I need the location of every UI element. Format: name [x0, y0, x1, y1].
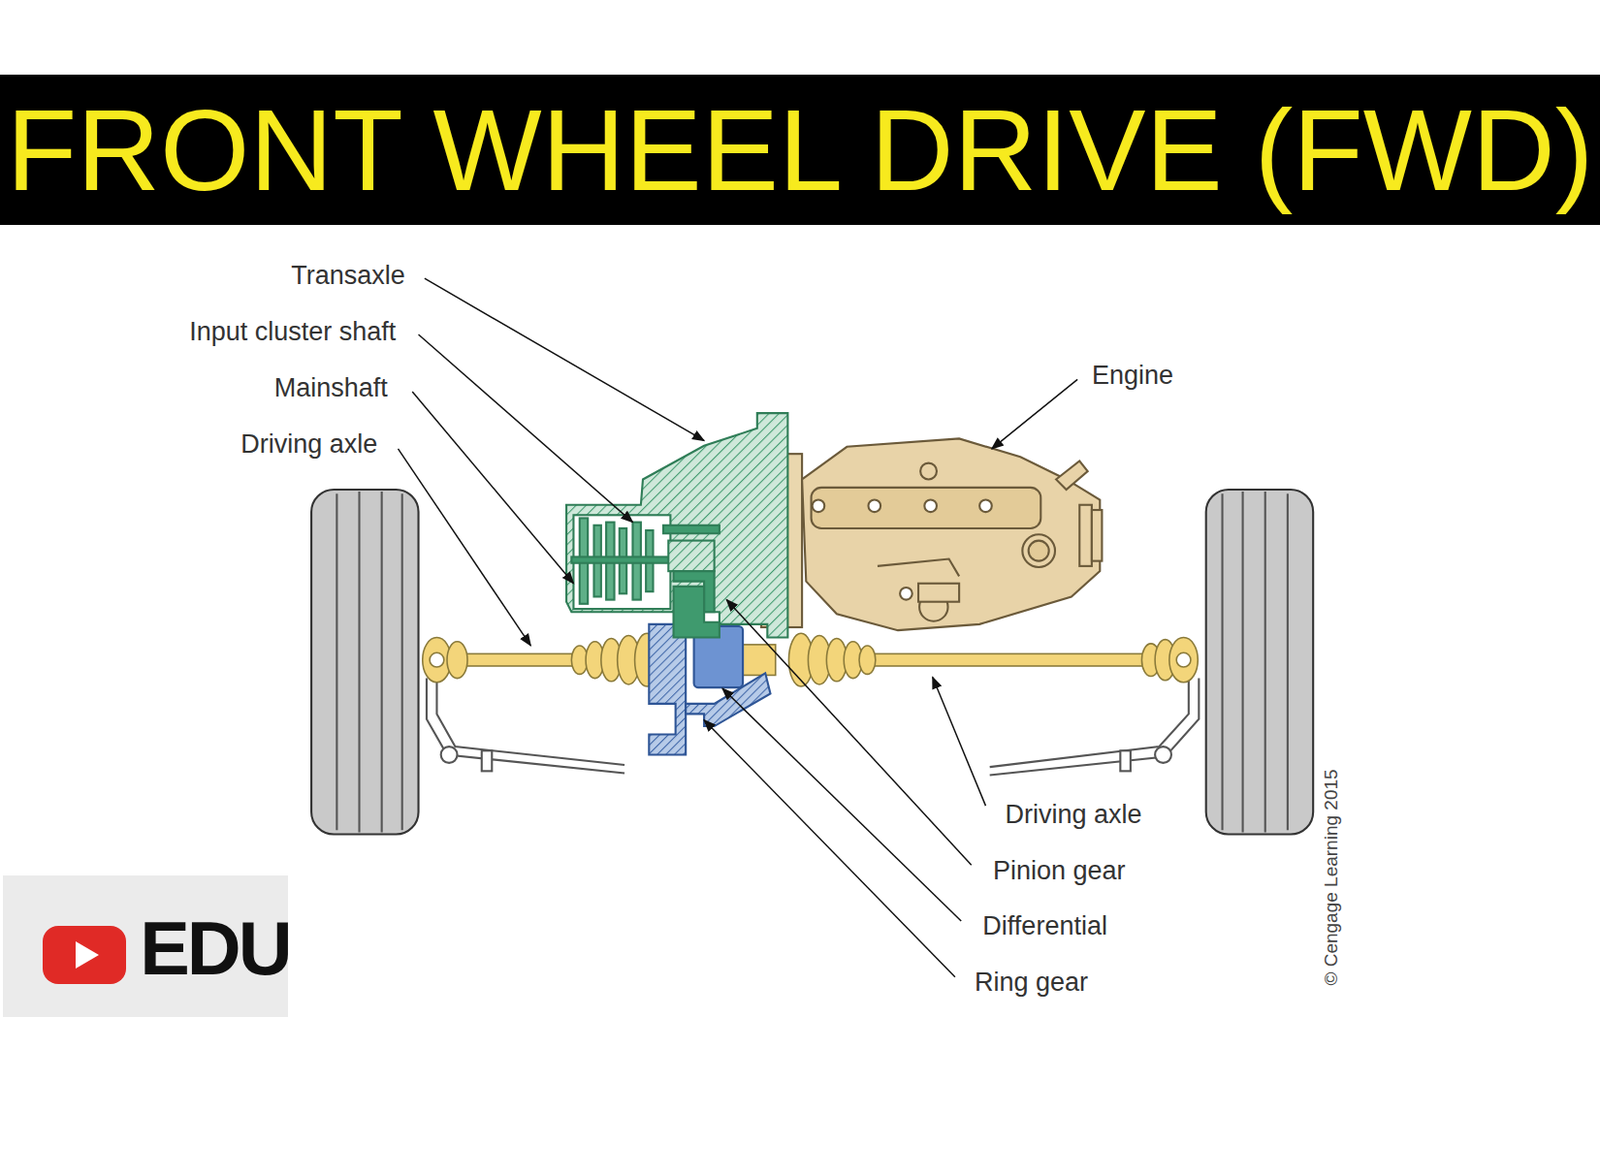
differential: [648, 624, 686, 756]
part-label: Ring gear: [974, 967, 1088, 997]
title-holder: FRONT WHEEL DRIVE (FWD): [0, 74, 1600, 225]
engine: [1091, 510, 1103, 562]
part-label: Driving axle: [240, 429, 378, 459]
right-tyre: [1206, 489, 1313, 835]
logo-text: EDU: [139, 904, 289, 992]
part-label-holder: Mainshaft: [274, 372, 388, 404]
part-label: Transaxle: [290, 260, 406, 290]
play-logo: [42, 922, 127, 989]
suspension-arm: [990, 678, 1189, 768]
left-tyre: [401, 493, 404, 831]
engine: [1022, 534, 1056, 568]
part-label: Driving axle: [1005, 800, 1143, 830]
driving-axle: [742, 644, 776, 676]
engine: [1079, 505, 1092, 567]
part-label-holder: © Cengage Learning 2015: [1320, 768, 1343, 986]
play-logo: [75, 941, 99, 969]
engine: [924, 499, 937, 512]
leader-line: [992, 379, 1078, 449]
engine: [920, 463, 937, 480]
part-label-holder: Pinion gear: [992, 855, 1126, 887]
left-tyre: [311, 489, 418, 835]
engine: [979, 499, 992, 512]
right-tyre: [1206, 489, 1313, 835]
part-label-holder: Ring gear: [974, 966, 1088, 998]
driving-axle: [429, 652, 445, 668]
engine: [899, 587, 913, 601]
suspension-arm: [436, 678, 625, 766]
transaxle: [566, 413, 788, 638]
right-tyre: [1286, 493, 1289, 831]
part-label: Pinion gear: [992, 856, 1126, 886]
part-label: Mainshaft: [274, 373, 388, 403]
left-tyre: [357, 491, 360, 832]
left-tyre: [381, 491, 384, 832]
part-label-holder: Engine: [1091, 359, 1174, 391]
leader-line: [397, 448, 531, 646]
driving-axle: [1176, 652, 1191, 668]
suspension-arm: [441, 746, 458, 764]
part-label-holder: Input cluster shaft: [189, 316, 396, 348]
transaxle: [571, 556, 673, 563]
part-label-holder: Differential: [982, 910, 1108, 942]
part-label: Engine: [1091, 360, 1174, 390]
right-tyre: [1264, 491, 1267, 832]
leader-line: [412, 391, 574, 584]
leader-line: [704, 720, 956, 978]
leader-line: [397, 278, 1078, 978]
engine: [801, 438, 1100, 631]
title-text: FRONT WHEEL DRIVE (FWD): [6, 74, 1595, 225]
engine: [918, 583, 960, 603]
suspension-arm: [1154, 746, 1172, 764]
suspension-arm: [1120, 750, 1131, 771]
part-label-holder: Driving axle: [240, 428, 378, 460]
driving-axle: [447, 641, 468, 679]
engine: [877, 559, 960, 577]
leader-line: [726, 600, 971, 866]
play-logo: [42, 926, 127, 985]
suspension-arm: [481, 750, 493, 771]
driving-axle: [859, 645, 876, 674]
part-label: Differential: [982, 911, 1108, 941]
transaxle: [663, 525, 720, 534]
suspension-arm: [426, 678, 625, 774]
part-label: Input cluster shaft: [189, 317, 396, 347]
driving-axle: [422, 633, 1199, 687]
transaxle: [668, 541, 714, 573]
engine: [867, 499, 881, 512]
differential: [648, 586, 770, 756]
differential: [673, 586, 720, 639]
logo-badge: EDU: [2, 875, 288, 1018]
leader-line: [424, 278, 704, 441]
suspension-arm: [990, 678, 1200, 776]
driving-axle: [1169, 638, 1198, 683]
part-label-holder: Transaxle: [290, 259, 406, 291]
leader-line: [418, 334, 634, 523]
right-tyre: [1242, 491, 1245, 832]
engine: [735, 438, 1103, 631]
engine: [811, 487, 1042, 529]
left-tyre: [311, 489, 418, 835]
copyright-note: © Cengage Learning 2015: [1320, 768, 1342, 986]
transaxle: [566, 413, 788, 638]
leader-line: [722, 688, 961, 922]
right-tyre: [1220, 493, 1223, 831]
left-tyre: [335, 493, 338, 831]
leader-line: [932, 677, 987, 807]
part-label-holder: Driving axle: [1005, 799, 1143, 831]
engine: [812, 499, 826, 512]
engine: [1028, 541, 1050, 562]
engine: [1056, 461, 1088, 490]
